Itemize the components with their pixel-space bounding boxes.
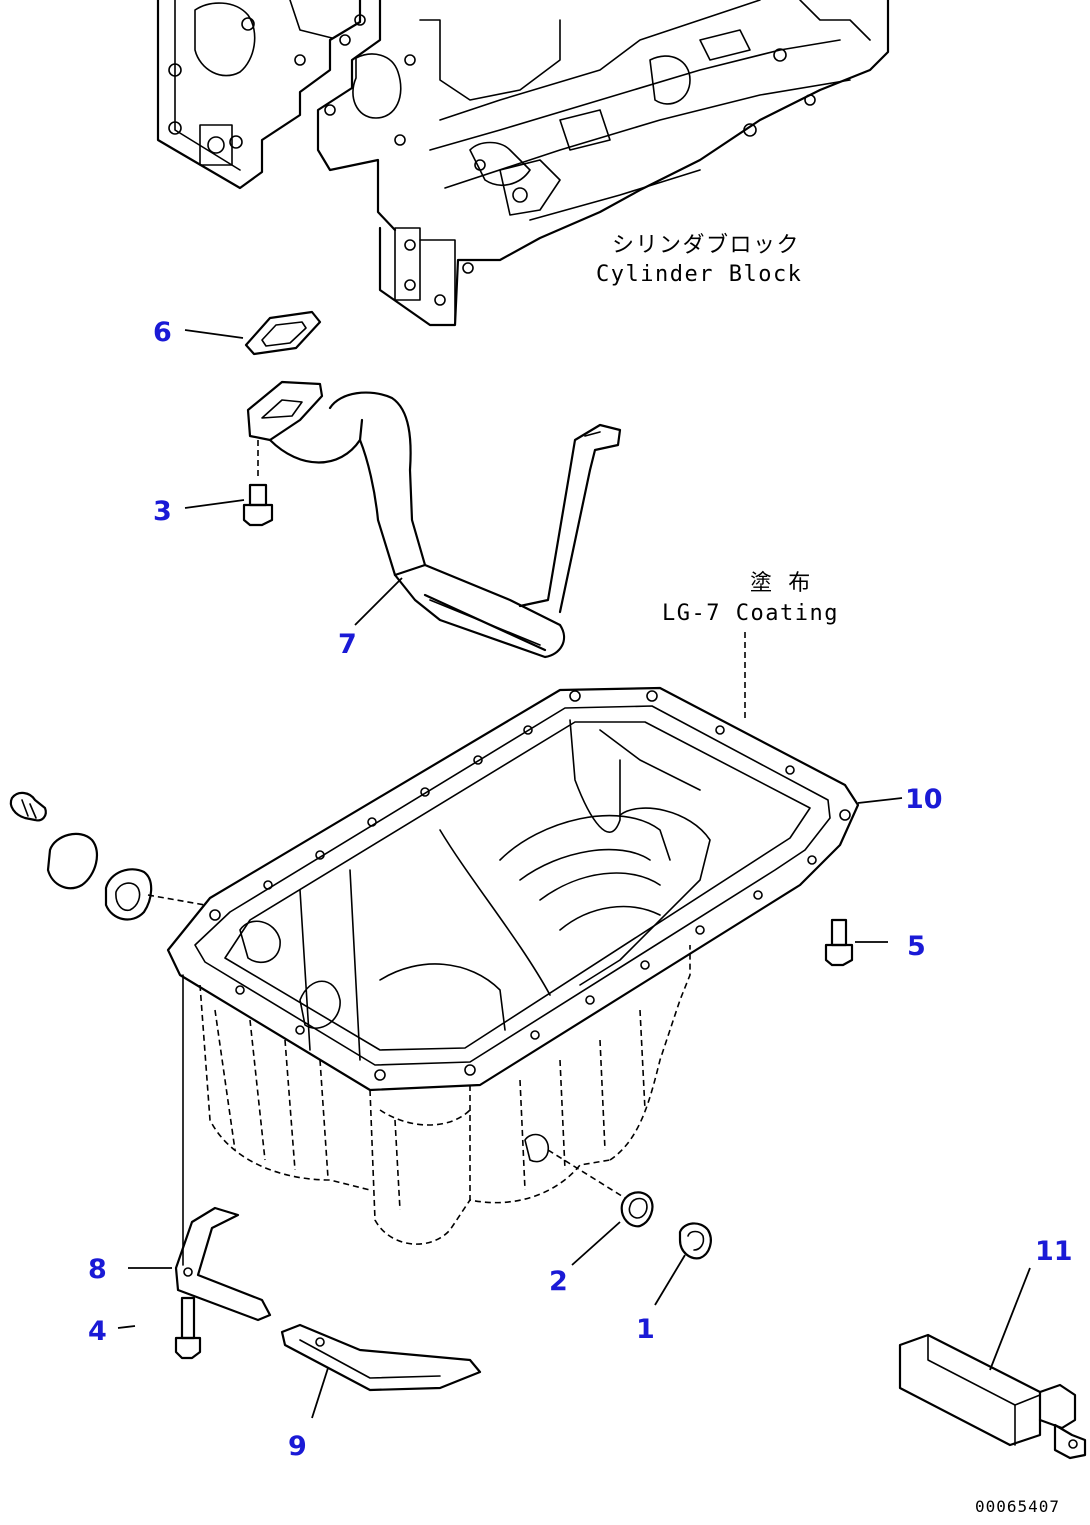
bracket-part-9 bbox=[280, 1323, 482, 1392]
leader-11 bbox=[989, 1267, 1031, 1371]
callout-2: 2 bbox=[549, 1266, 568, 1297]
gasket-part-6 bbox=[244, 310, 322, 356]
callout-4: 4 bbox=[88, 1316, 107, 1347]
leader-1 bbox=[654, 1254, 686, 1306]
tool-part-11 bbox=[898, 1333, 1087, 1460]
side-plug-and-seal bbox=[9, 791, 206, 921]
bolt-part-5 bbox=[824, 918, 854, 967]
cylinder-block bbox=[156, 0, 890, 327]
oil-pan-part-10 bbox=[166, 686, 860, 1245]
bolt-part-3 bbox=[242, 440, 274, 527]
leader-3 bbox=[184, 499, 245, 509]
drain-plug-part-1 bbox=[678, 1222, 712, 1260]
leader-2 bbox=[571, 1221, 621, 1266]
callout-6: 6 bbox=[153, 317, 172, 348]
oil-strainer-part-7 bbox=[246, 380, 622, 659]
bolt-part-4 bbox=[174, 1296, 202, 1360]
seal-ring-part-2 bbox=[620, 1191, 654, 1228]
drawing-id: 00065407 bbox=[975, 1497, 1060, 1516]
coating-label-en: LG-7 Coating bbox=[662, 601, 839, 626]
leader-4 bbox=[117, 1325, 136, 1329]
cylinder-block-label-jp: シリンダブロック bbox=[612, 233, 800, 258]
bracket-part-8 bbox=[174, 974, 272, 1322]
callout-1: 1 bbox=[636, 1314, 655, 1345]
leader-6 bbox=[184, 329, 244, 339]
callout-5: 5 bbox=[907, 931, 926, 962]
leader-10 bbox=[857, 797, 903, 804]
cylinder-block-label-en: Cylinder Block bbox=[596, 262, 802, 287]
callout-9: 9 bbox=[288, 1431, 307, 1462]
leader-7 bbox=[354, 577, 403, 626]
callout-11: 11 bbox=[1035, 1236, 1073, 1267]
callout-8: 8 bbox=[88, 1254, 107, 1285]
leader-9 bbox=[311, 1367, 329, 1419]
coating-label-jp: 塗 布 bbox=[750, 571, 812, 596]
callout-10: 10 bbox=[905, 784, 943, 815]
callout-3: 3 bbox=[153, 496, 172, 527]
callout-7: 7 bbox=[338, 629, 357, 660]
